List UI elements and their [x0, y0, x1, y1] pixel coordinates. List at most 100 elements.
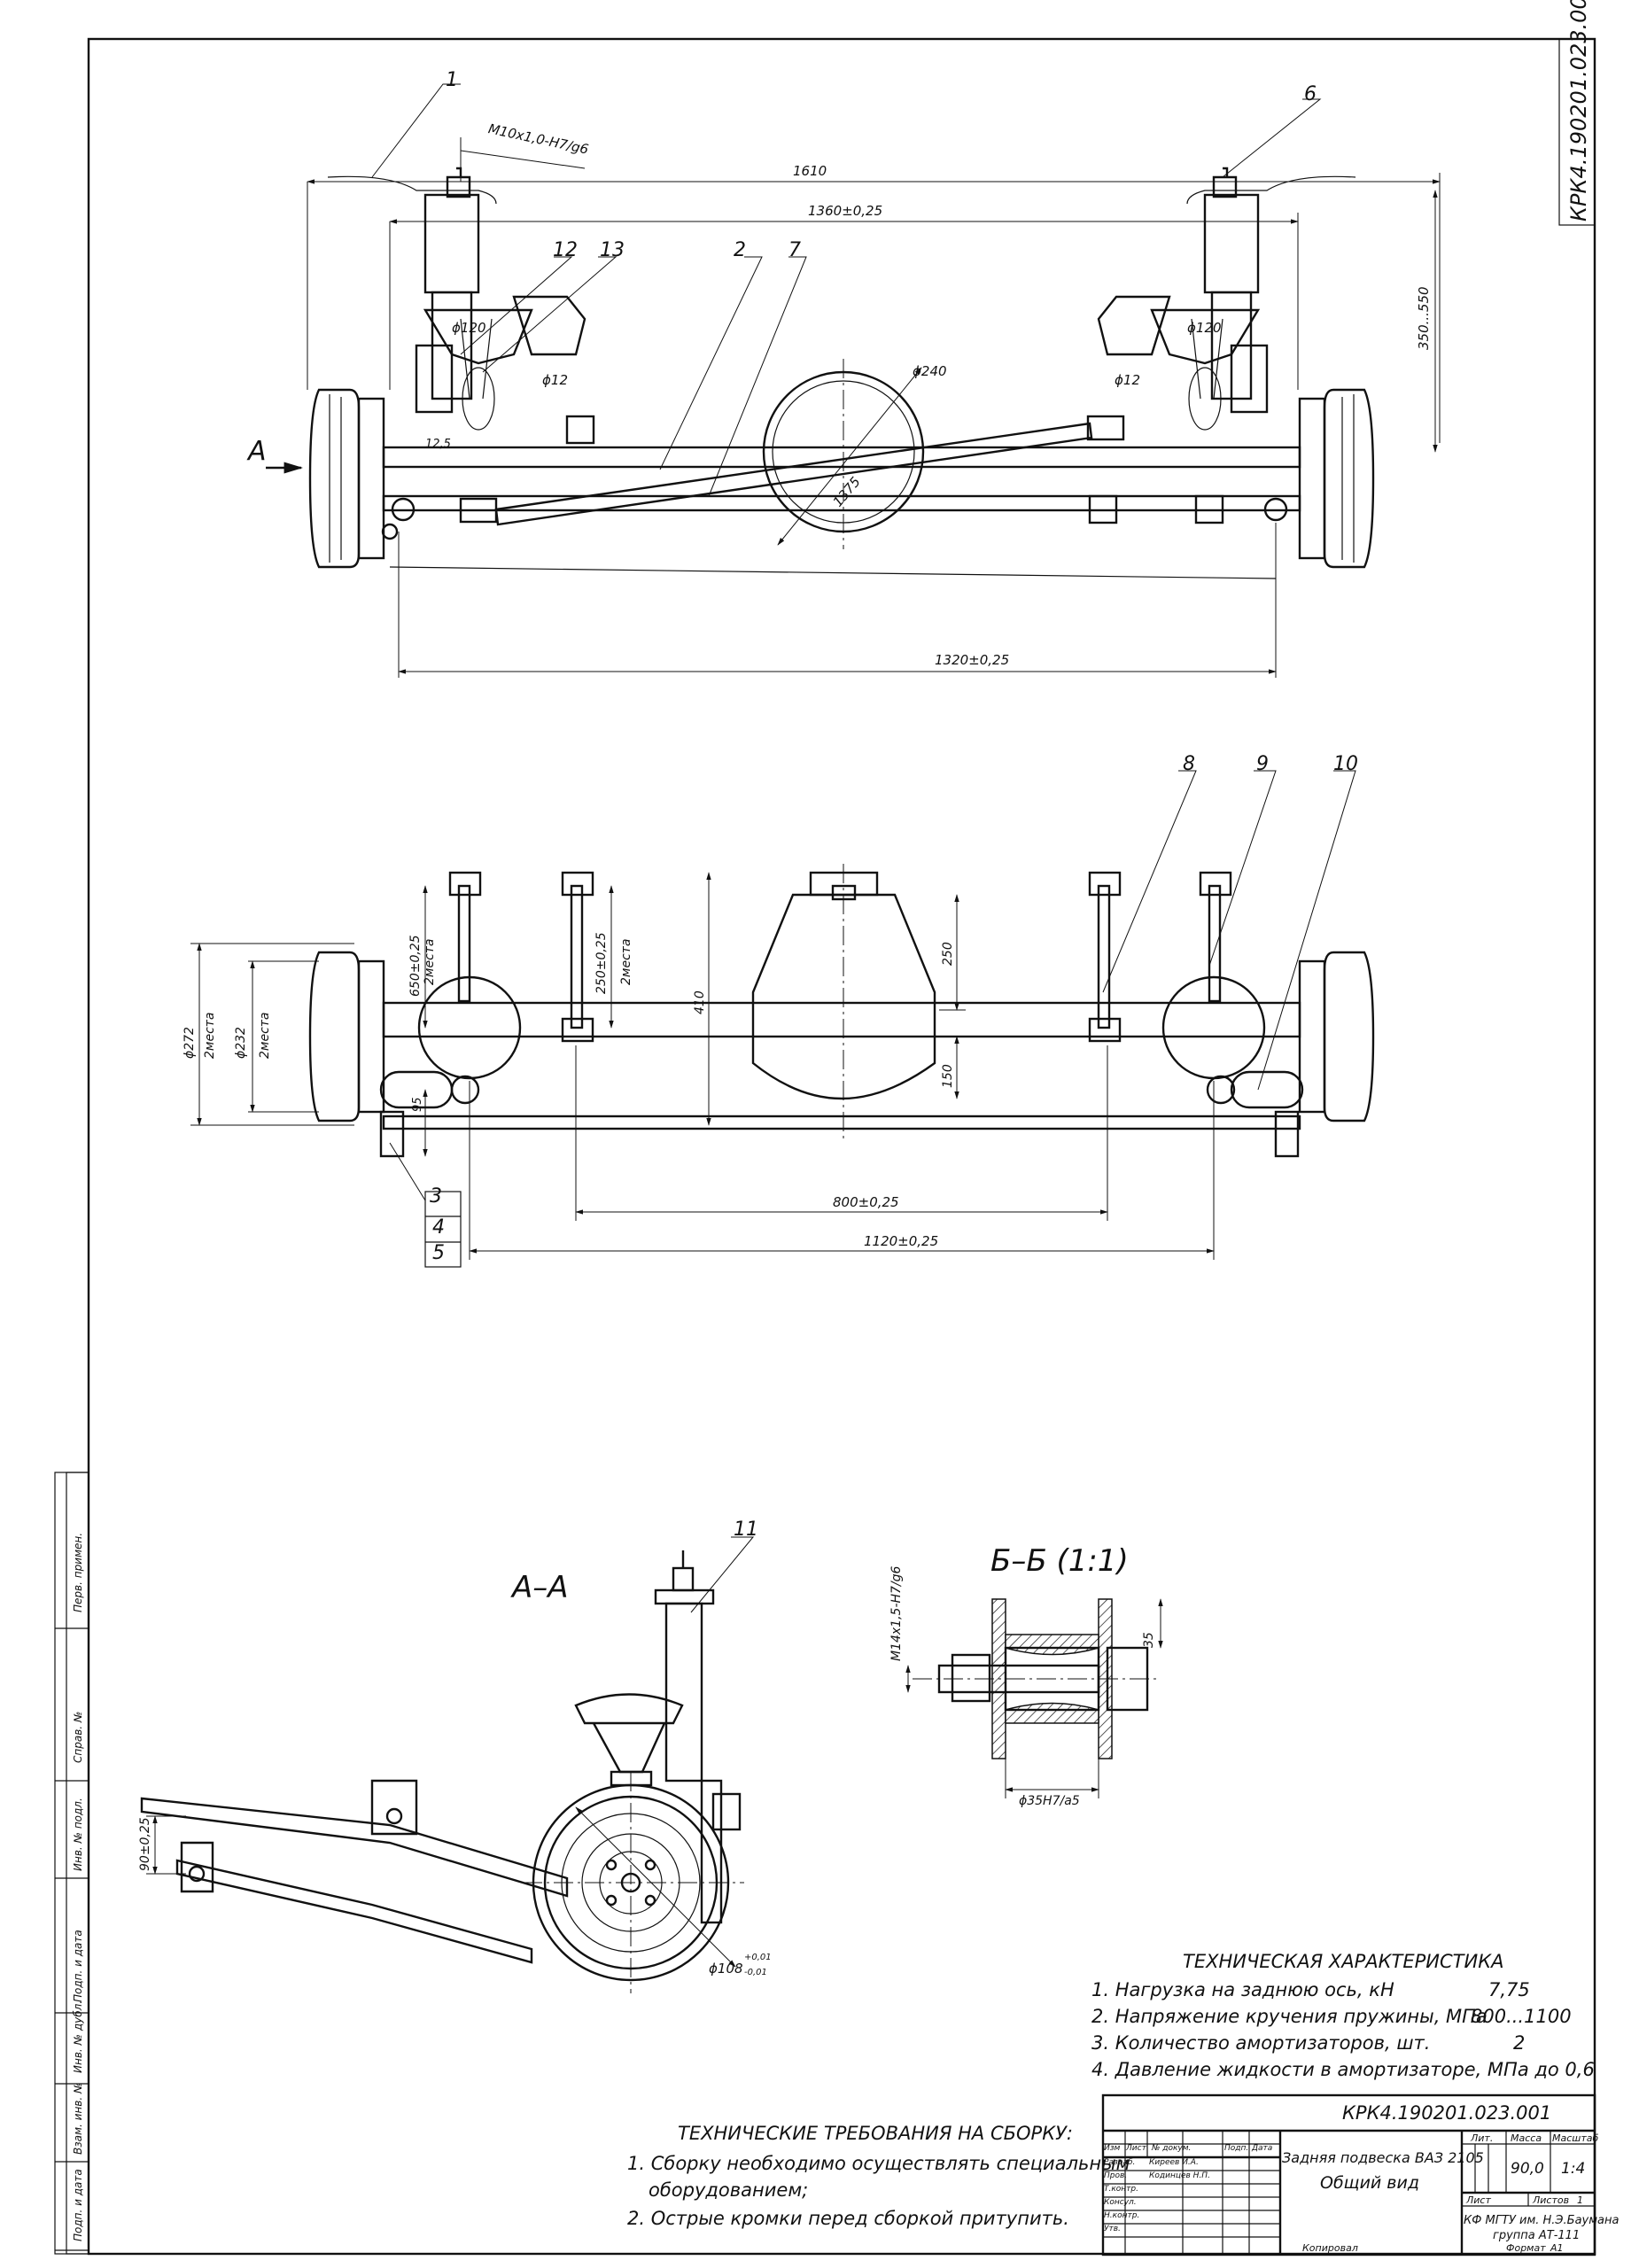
dim-12-5: 12,5 [425, 438, 451, 451]
section-a-title: А–А [512, 1570, 569, 1605]
section-arrow-label: А [248, 436, 267, 467]
title-block-name-2: Общий вид [1320, 2173, 1419, 2193]
callout-9: 9 [1256, 753, 1269, 775]
tb-lit: Лит. [1471, 2132, 1494, 2144]
section-b-b [905, 1598, 1163, 1798]
callout-2: 2 [734, 239, 746, 261]
tb-col-date: Дата [1252, 2144, 1273, 2153]
dim-phi108-tol-top: +0,01 [744, 1953, 772, 1962]
tb-listov-value: 1 [1577, 2194, 1583, 2206]
dim-phi120-left: ϕ120 [452, 320, 486, 336]
tech-spec-item-4: 4. Давление жидкости в амортизаторе, МПа… [1091, 2059, 1595, 2080]
title-block-name-1: Задняя подвеска ВАЗ 2105 [1282, 2149, 1484, 2166]
dim-650-note: 2места [423, 938, 437, 985]
tech-spec-title: ТЕХНИЧЕСКАЯ ХАРАКТЕРИСТИКА [1183, 1951, 1504, 1972]
front-view [266, 137, 1441, 678]
tech-spec-item-3: 3. Количество амортизаторов, шт. [1091, 2032, 1431, 2054]
tb-kopiroval: Копировал [1302, 2242, 1358, 2254]
tb-col-list: Лист [1126, 2144, 1146, 2153]
side-stamp-3: Инв. № дубл. [72, 2000, 84, 2073]
dim-phi240: ϕ240 [913, 363, 947, 379]
section-b-title: Б–Б (1:1) [990, 1543, 1129, 1579]
dim-1320: 1320±0,25 [935, 652, 1010, 668]
tb-org-2: группа АТ-111 [1493, 2229, 1581, 2242]
dim-phi232: ϕ232 [234, 1027, 248, 1059]
callout-6: 6 [1304, 83, 1317, 105]
dim-410: 410 [693, 990, 707, 1014]
tb-role-1: Пров. [1104, 2171, 1128, 2180]
assembly-title: ТЕХНИЧЕСКИЕ ТРЕБОВАНИЯ НА СБОРКУ: [678, 2123, 1073, 2144]
dim-1610: 1610 [793, 163, 827, 179]
callout-7: 7 [788, 239, 801, 261]
assembly-line-3: 2. Острые кромки перед сборкой притупить… [627, 2208, 1069, 2229]
dim-650: 650±0,25 [408, 935, 423, 997]
title-block [1101, 2093, 1596, 2256]
tb-masshtab: Масштаб [1552, 2132, 1599, 2144]
dim-250a-note: 2места [619, 938, 633, 985]
plan-view [190, 864, 1375, 1268]
dim-1120: 1120±0,25 [864, 1233, 939, 1249]
tb-col-doc: № докум. [1152, 2144, 1192, 2153]
callout-12: 12 [553, 239, 578, 261]
dim-95: 95 [411, 1097, 424, 1112]
callout-3: 3 [430, 1185, 442, 1208]
side-stamp-5: Подп. и дата [72, 2169, 84, 2241]
dim-phi232-note: 2места [258, 1012, 272, 1059]
tb-name-0: Киреев И.А. [1149, 2158, 1199, 2167]
callout-11: 11 [734, 1518, 758, 1541]
dim-phi108-tol-bottom: -0,01 [744, 1968, 767, 1977]
dim-phi108: ϕ108 [709, 1961, 743, 1977]
tb-format-value: А1 [1550, 2242, 1564, 2254]
tech-spec-value-2: 800...1100 [1471, 2006, 1572, 2027]
tb-mass-value: 90,0 [1511, 2160, 1544, 2178]
callout-10: 10 [1333, 753, 1358, 775]
sheet-frame [87, 37, 1596, 2256]
tb-name-1: Кодинцев Н.П. [1149, 2171, 1210, 2180]
side-stamp-1: Справ. № [72, 1712, 84, 1763]
dim-phi272-note: 2места [203, 1012, 217, 1059]
tb-listov: Листов [1533, 2194, 1570, 2206]
dim-35: 35 [1142, 1632, 1156, 1648]
tech-spec-value-1: 7,75 [1488, 1979, 1530, 2000]
stamp-code-rotated: КРК4.190201.023.001 [1566, 0, 1591, 221]
tb-role-4: Н.контр. [1104, 2211, 1140, 2220]
tech-spec-value-3: 2 [1513, 2032, 1526, 2054]
dim-800: 800±0,25 [833, 1194, 899, 1210]
tb-list: Лист [1466, 2194, 1491, 2206]
tb-role-5: Утв. [1104, 2225, 1121, 2233]
assembly-line-2: оборудованием; [649, 2179, 809, 2201]
tb-role-2: Т.контр. [1104, 2185, 1139, 2194]
callout-5: 5 [432, 1242, 445, 1264]
side-stamp-6: Инв. № подл. [72, 1798, 84, 1871]
callout-8: 8 [1183, 753, 1195, 775]
callout-13: 13 [600, 239, 625, 261]
tb-col-izm: Изм [1104, 2144, 1121, 2153]
dim-phi35: ϕ35Н7/a5 [1019, 1794, 1080, 1808]
side-stamp-4: Взам. инв. № [72, 2083, 84, 2155]
tb-role-3: Консул. [1104, 2198, 1137, 2207]
side-stamp-0: Перв. примен. [72, 1533, 84, 1612]
tech-spec-item-1: 1. Нагрузка на заднюю ось, кН [1091, 1979, 1394, 2000]
dim-150: 150 [941, 1064, 955, 1088]
tb-format: Формат [1506, 2242, 1546, 2254]
title-block-code: КРК4.190201.023.001 [1342, 2102, 1552, 2124]
callout-leaders [371, 83, 1356, 1613]
assembly-line-1: 1. Сборку необходимо осуществлять специа… [627, 2153, 1130, 2174]
tb-org-1: КФ МГТУ им. Н.Э.Баумана [1464, 2214, 1620, 2227]
dim-phi120-right: ϕ120 [1187, 320, 1222, 336]
callout-1: 1 [446, 69, 458, 91]
dim-90: 90±0,25 [138, 1817, 152, 1871]
tb-role-0: Разраб. [1104, 2158, 1136, 2167]
dim-350: 350...550 [1416, 286, 1432, 350]
section-a-a [140, 1550, 744, 1993]
tb-scale-value: 1:4 [1561, 2160, 1586, 2178]
tb-massa: Масса [1511, 2132, 1542, 2144]
dim-phi272: ϕ272 [183, 1027, 197, 1059]
side-stamp [54, 1472, 89, 2255]
dim-250a: 250±0,25 [594, 932, 609, 994]
dim-1360: 1360±0,25 [808, 203, 883, 219]
callout-4: 4 [432, 1216, 445, 1239]
dim-250: 250 [941, 942, 955, 966]
side-stamp-2: Подп. и дата [72, 1930, 84, 2002]
